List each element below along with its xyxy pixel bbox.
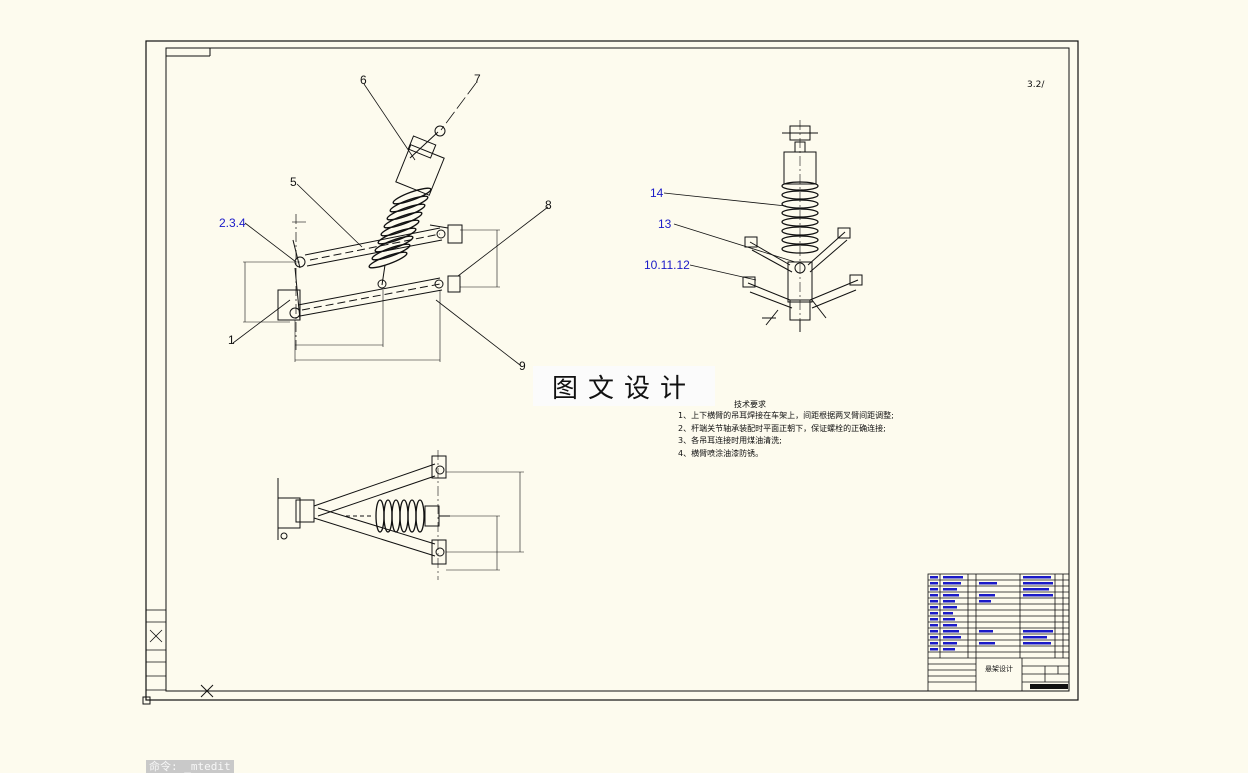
part-label-9: 9 — [519, 359, 526, 373]
outer-frame — [145, 40, 1079, 701]
tech-req-item: 2、杆端关节轴承装配时平面正朝下，保证螺栓的正确连接; — [678, 423, 886, 433]
top-view — [277, 450, 524, 580]
knuckle — [277, 239, 306, 321]
tech-req-item: 3、各吊耳连接时用煤油清洗; — [678, 436, 782, 445]
ucs-icon — [142, 696, 151, 705]
side-view — [663, 120, 863, 332]
part-label-14: 14 — [650, 186, 664, 200]
tech-req-title: 技术要求 — [734, 400, 766, 409]
part-label-8: 8 — [545, 198, 552, 212]
lower-arm — [297, 275, 461, 317]
part-label-13: 13 — [658, 217, 672, 231]
shock-absorber — [368, 125, 446, 289]
part-label-7: 7 — [474, 72, 481, 86]
technical-requirements: 技术要求 1、上下横臂的吊耳焊接在车架上，间距根据两叉臂间距调整; 2、杆端关节… — [678, 399, 894, 460]
command-line[interactable]: 命令: _mtedit — [146, 760, 234, 773]
binding-strip — [145, 609, 167, 691]
part-label-5: 5 — [290, 175, 297, 189]
part-label-10-11-12: 10.11.12 — [644, 258, 690, 272]
bom-text-marks — [930, 576, 1068, 689]
tech-req-item: 1、上下横臂的吊耳焊接在车架上，间距根据两叉臂间距调整; — [678, 411, 894, 420]
upper-arm — [304, 224, 463, 267]
part-label-2-3-4: 2.3.4 — [219, 216, 246, 230]
title-block-name: 悬架设计 — [985, 665, 1013, 673]
watermark-banner: 图文设计 — [533, 366, 715, 406]
part-label-1: 1 — [228, 333, 235, 347]
title-block — [927, 573, 1070, 692]
front-view — [232, 82, 549, 366]
part-label-6: 6 — [360, 73, 367, 87]
cursor-cross-icon — [200, 684, 214, 698]
tech-req-item: 4、横臂喷涂油漆防锈。 — [678, 448, 764, 458]
inner-frame — [165, 47, 1070, 692]
surface-roughness-mark: 3.2/ — [1027, 80, 1045, 90]
